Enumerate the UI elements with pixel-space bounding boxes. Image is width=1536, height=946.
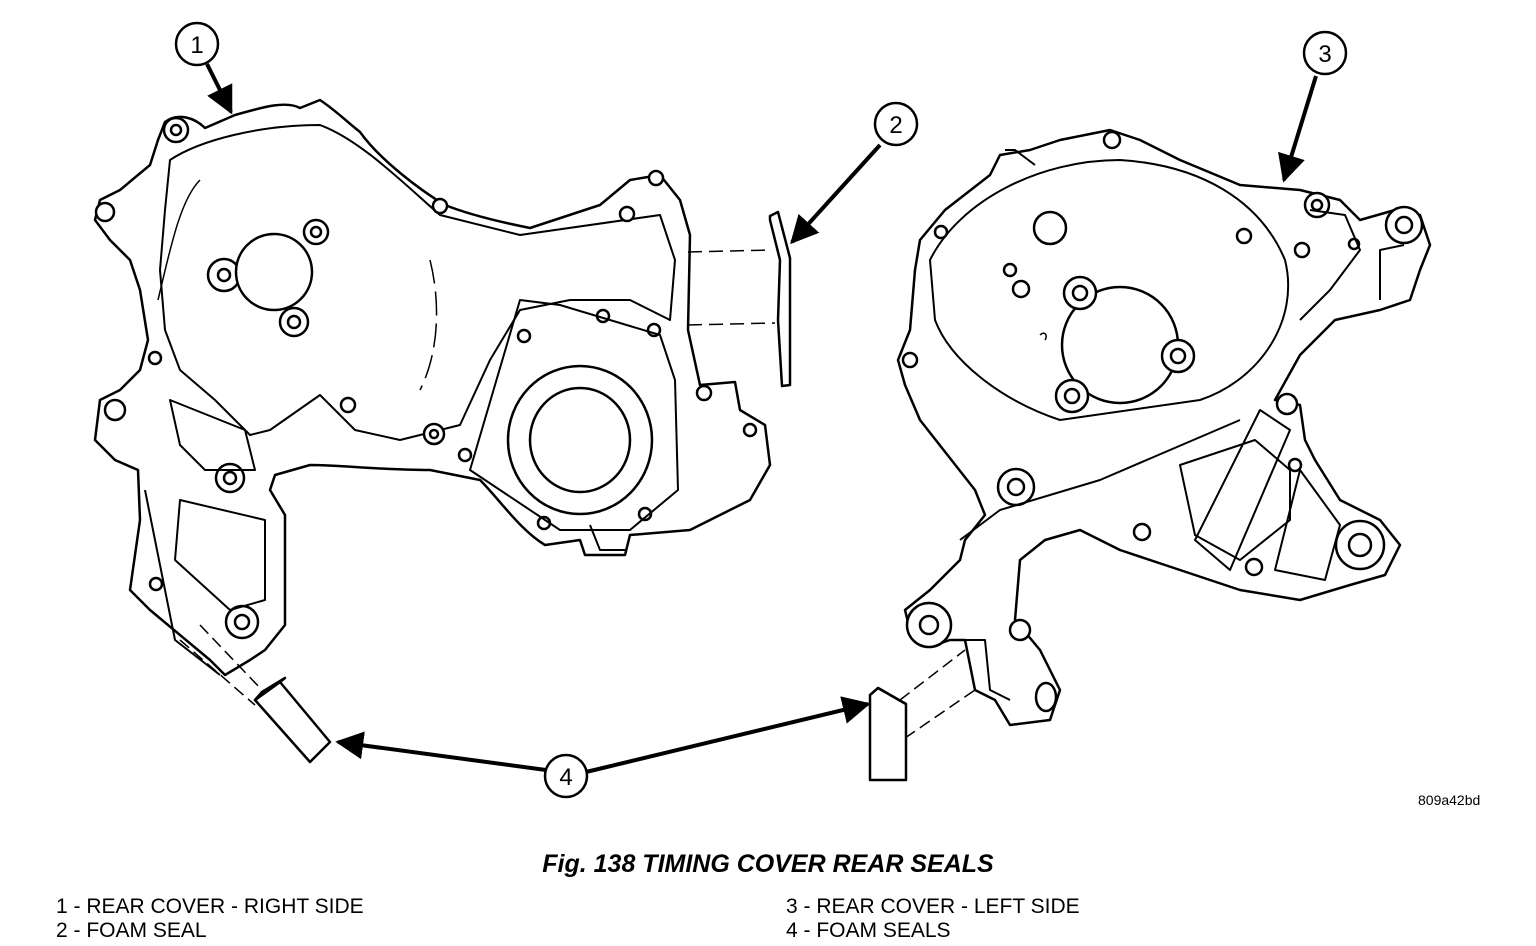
- seal-4-left-guide-lines: [179, 624, 263, 706]
- legend-item-4: 4 - FOAM SEALS: [786, 919, 951, 942]
- rear-cover-right-side: [93, 98, 772, 677]
- callout-leaders: [205, 63, 1318, 774]
- foam-seal-2: [768, 210, 792, 388]
- legend-item-2: 2 - FOAM SEAL: [56, 919, 207, 942]
- rear-cover-left-side: [896, 128, 1432, 727]
- timing-cover-diagram: 1 2 3 4: [93, 21, 1432, 799]
- svg-text:1: 1: [190, 32, 203, 59]
- figure-caption: Fig. 138 TIMING COVER REAR SEALS: [542, 850, 994, 878]
- seal-2-guide-lines: [687, 249, 776, 326]
- svg-text:3: 3: [1318, 41, 1331, 68]
- legend-item-3: 3 - REAR COVER - LEFT SIDE: [786, 895, 1080, 918]
- callout-1: 1: [174, 21, 220, 67]
- svg-text:4: 4: [559, 764, 572, 791]
- foam-seal-4-right: [868, 686, 908, 782]
- seal-4-right-guide-lines: [899, 649, 976, 739]
- callout-4: 4: [543, 753, 589, 799]
- callout-3: 3: [1302, 30, 1348, 76]
- figure-source-code: 809a42bd: [1418, 792, 1481, 808]
- foam-seal-4-left: [253, 676, 332, 764]
- svg-text:2: 2: [889, 112, 902, 139]
- callout-2: 2: [873, 101, 919, 147]
- legend-item-1: 1 - REAR COVER - RIGHT SIDE: [56, 895, 364, 918]
